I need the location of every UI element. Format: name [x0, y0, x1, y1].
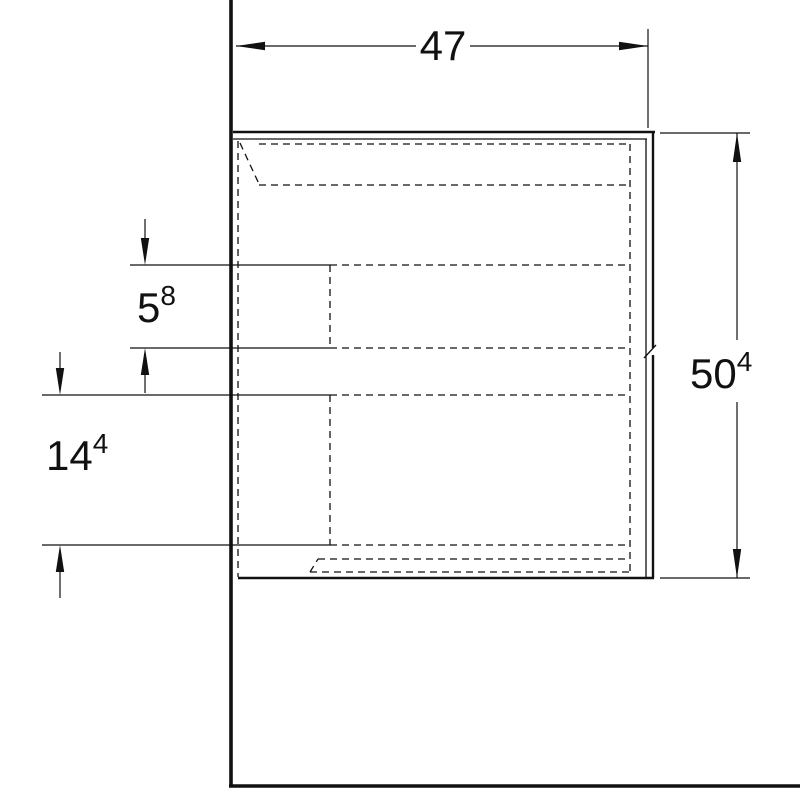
- room-lines: [229, 0, 800, 788]
- drawer-front-seam: [643, 344, 657, 359]
- lower-drawer-dimension-label: 144: [46, 428, 108, 479]
- bottom-rail-left: [309, 558, 319, 573]
- arrow-up-icon: [732, 133, 742, 162]
- dimension-height: 504: [660, 132, 752, 579]
- arrow-left-icon: [236, 41, 265, 51]
- arrow-down-icon: [140, 238, 150, 265]
- arrow-down-icon: [732, 549, 742, 578]
- height-dimension-label: 504: [690, 346, 752, 397]
- dimension-upper-inset: 58: [130, 219, 330, 393]
- width-dimension-label: 47: [420, 22, 467, 69]
- dimension-lower-drawer: 144: [42, 352, 330, 598]
- arrow-down-icon: [55, 368, 65, 395]
- arrow-up-icon: [55, 545, 65, 572]
- arrow-up-icon: [140, 348, 150, 375]
- dimension-width: 47: [236, 22, 649, 128]
- upper-inset-dimension-label: 58: [137, 280, 176, 331]
- arrow-right-icon: [619, 41, 648, 51]
- cabinet-outline: [233, 130, 657, 580]
- top-recess-diagonal: [239, 142, 260, 185]
- cabinet-hidden-edges: [237, 141, 631, 577]
